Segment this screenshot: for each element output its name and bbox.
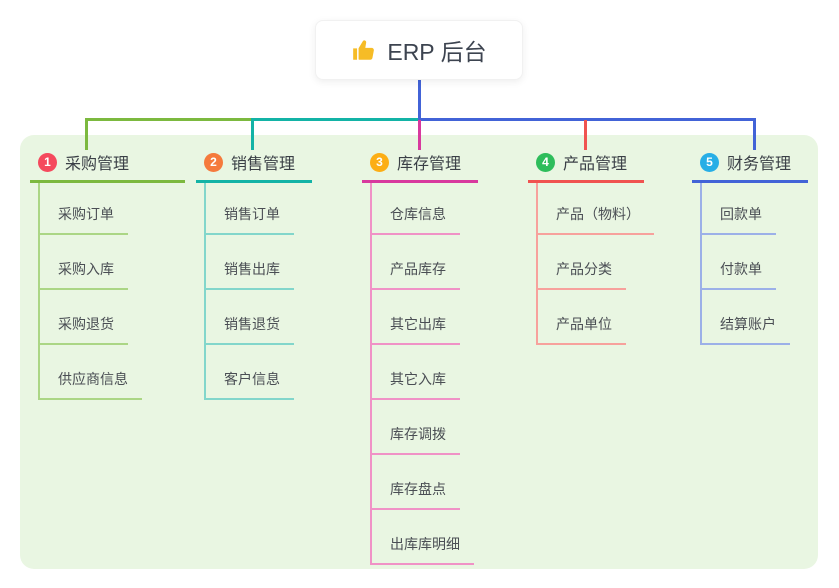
child-row: 付款单 [702,235,808,290]
branch-number-badge: 3 [370,152,389,172]
child-node-3-2[interactable]: 产品库存 [372,260,460,290]
branch-header[interactable]: 4 产品管理 [528,148,644,183]
branch-label: 产品管理 [563,156,628,173]
branch-number-badge: 4 [536,152,555,172]
child-node-3-5[interactable]: 库存调拨 [372,425,460,455]
branch-label: 财务管理 [727,156,792,173]
branch-label: 库存管理 [397,156,462,173]
child-node-5-2[interactable]: 付款单 [702,260,776,290]
connector-horizontal-left [85,118,253,121]
child-node-3-4[interactable]: 其它入库 [372,370,460,400]
branch-label: 销售管理 [231,156,296,173]
child-node-3-7[interactable]: 出库库明细 [372,535,474,565]
child-node-4-1[interactable]: 产品（物料） [538,205,654,235]
child-row: 仓库信息 [372,183,478,235]
child-row: 结算账户 [702,290,808,345]
child-row: 其它出库 [372,290,478,345]
child-row: 销售出库 [206,235,312,290]
child-node-1-1[interactable]: 采购订单 [40,205,128,235]
branch-header[interactable]: 1 采购管理 [30,148,185,183]
branch-2: 2 销售管理 销售订单 销售出库 销售退货 客户信息 [196,148,312,400]
branch-header[interactable]: 3 库存管理 [362,148,478,183]
child-row: 采购退货 [40,290,185,345]
branch-label: 采购管理 [65,156,130,173]
branch-number-badge: 2 [204,152,223,172]
child-node-3-3[interactable]: 其它出库 [372,315,460,345]
connector-drop-2 [251,118,254,150]
thumbs-up-icon [351,37,377,63]
branch-children: 回款单 付款单 结算账户 [700,183,808,345]
child-row: 其它入库 [372,345,478,400]
connector-drop-5 [753,118,756,150]
branch-3: 3 库存管理 仓库信息 产品库存 其它出库 其它入库 库存调拨 库存盘点 出库库… [362,148,478,565]
child-row: 销售退货 [206,290,312,345]
child-node-2-1[interactable]: 销售订单 [206,205,294,235]
branch-children: 销售订单 销售出库 销售退货 客户信息 [204,183,312,400]
root-node[interactable]: ERP 后台 [315,20,523,80]
child-row: 产品（物料） [538,183,654,235]
child-row: 出库库明细 [372,510,478,565]
branch-5: 5 财务管理 回款单 付款单 结算账户 [692,148,808,345]
branch-children: 采购订单 采购入库 采购退货 供应商信息 [38,183,185,400]
child-row: 采购入库 [40,235,185,290]
root-stem-line [418,79,421,120]
child-row: 回款单 [702,183,808,235]
child-row: 产品库存 [372,235,478,290]
branch-number-badge: 5 [700,152,719,172]
branch-1: 1 采购管理 采购订单 采购入库 采购退货 供应商信息 [30,148,185,400]
child-row: 产品分类 [538,235,654,290]
child-row: 客户信息 [206,345,312,400]
connector-drop-3 [418,120,421,150]
child-node-4-2[interactable]: 产品分类 [538,260,626,290]
connector-drop-4 [584,120,587,150]
connector-drop-1 [85,118,88,150]
branch-4: 4 产品管理 产品（物料） 产品分类 产品单位 [528,148,654,345]
child-row: 采购订单 [40,183,185,235]
child-row: 库存盘点 [372,455,478,510]
branch-number-badge: 1 [38,152,57,172]
branch-children: 产品（物料） 产品分类 产品单位 [536,183,654,345]
child-node-1-4[interactable]: 供应商信息 [40,370,142,400]
child-row: 销售订单 [206,183,312,235]
child-node-1-2[interactable]: 采购入库 [40,260,128,290]
child-node-2-3[interactable]: 销售退货 [206,315,294,345]
child-node-2-2[interactable]: 销售出库 [206,260,294,290]
child-node-1-3[interactable]: 采购退货 [40,315,128,345]
branch-header[interactable]: 5 财务管理 [692,148,808,183]
mindmap-panel [20,135,818,569]
connector-horizontal-right [418,118,755,121]
child-node-4-3[interactable]: 产品单位 [538,315,626,345]
connector-horizontal-middle [251,118,420,121]
child-node-5-3[interactable]: 结算账户 [702,315,790,345]
child-node-2-4[interactable]: 客户信息 [206,370,294,400]
child-row: 库存调拨 [372,400,478,455]
branch-children: 仓库信息 产品库存 其它出库 其它入库 库存调拨 库存盘点 出库库明细 [370,183,478,565]
child-node-3-1[interactable]: 仓库信息 [372,205,460,235]
child-node-5-1[interactable]: 回款单 [702,205,776,235]
root-title: ERP 后台 [387,39,487,65]
branch-header[interactable]: 2 销售管理 [196,148,312,183]
child-row: 供应商信息 [40,345,185,400]
child-row: 产品单位 [538,290,654,345]
child-node-3-6[interactable]: 库存盘点 [372,480,460,510]
